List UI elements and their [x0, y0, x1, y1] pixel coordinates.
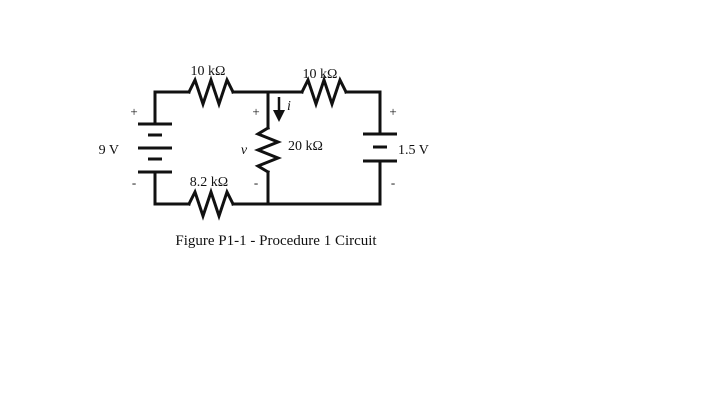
right-battery-icon [363, 132, 397, 163]
right-source-bottom-lead [266, 159, 382, 206]
middle-resistor-label: 20 kΩ [288, 139, 323, 154]
middle-resistor [253, 125, 283, 175]
left-source-plus: + [130, 104, 137, 119]
right-source-top-lead [344, 90, 382, 136]
top-right-resistor [299, 75, 349, 109]
right-source-plus: + [389, 104, 396, 119]
left-battery-icon [138, 122, 172, 174]
left-source-minus: - [132, 175, 136, 190]
right-source-label: 1.5 V [398, 143, 429, 158]
bottom-resistor [186, 187, 236, 221]
left-source-top-lead [153, 90, 191, 126]
bottom-resistor-label: 8.2 kΩ [190, 175, 228, 190]
right-source-minus: - [391, 175, 395, 190]
current-label: i [287, 99, 291, 114]
top-left-resistor [186, 75, 236, 109]
current-arrow-head [273, 110, 285, 122]
left-source-bottom-lead [153, 170, 191, 206]
voltage-label: v [241, 143, 248, 158]
left-source-label: 9 V [99, 143, 119, 158]
top-right-resistor-label: 10 kΩ [303, 67, 338, 82]
middle-branch-plus: + [252, 104, 259, 119]
figure-caption: Figure P1-1 - Procedure 1 Circuit [175, 233, 377, 249]
top-left-resistor-label: 10 kΩ [191, 64, 226, 79]
middle-branch-minus: - [254, 175, 258, 190]
